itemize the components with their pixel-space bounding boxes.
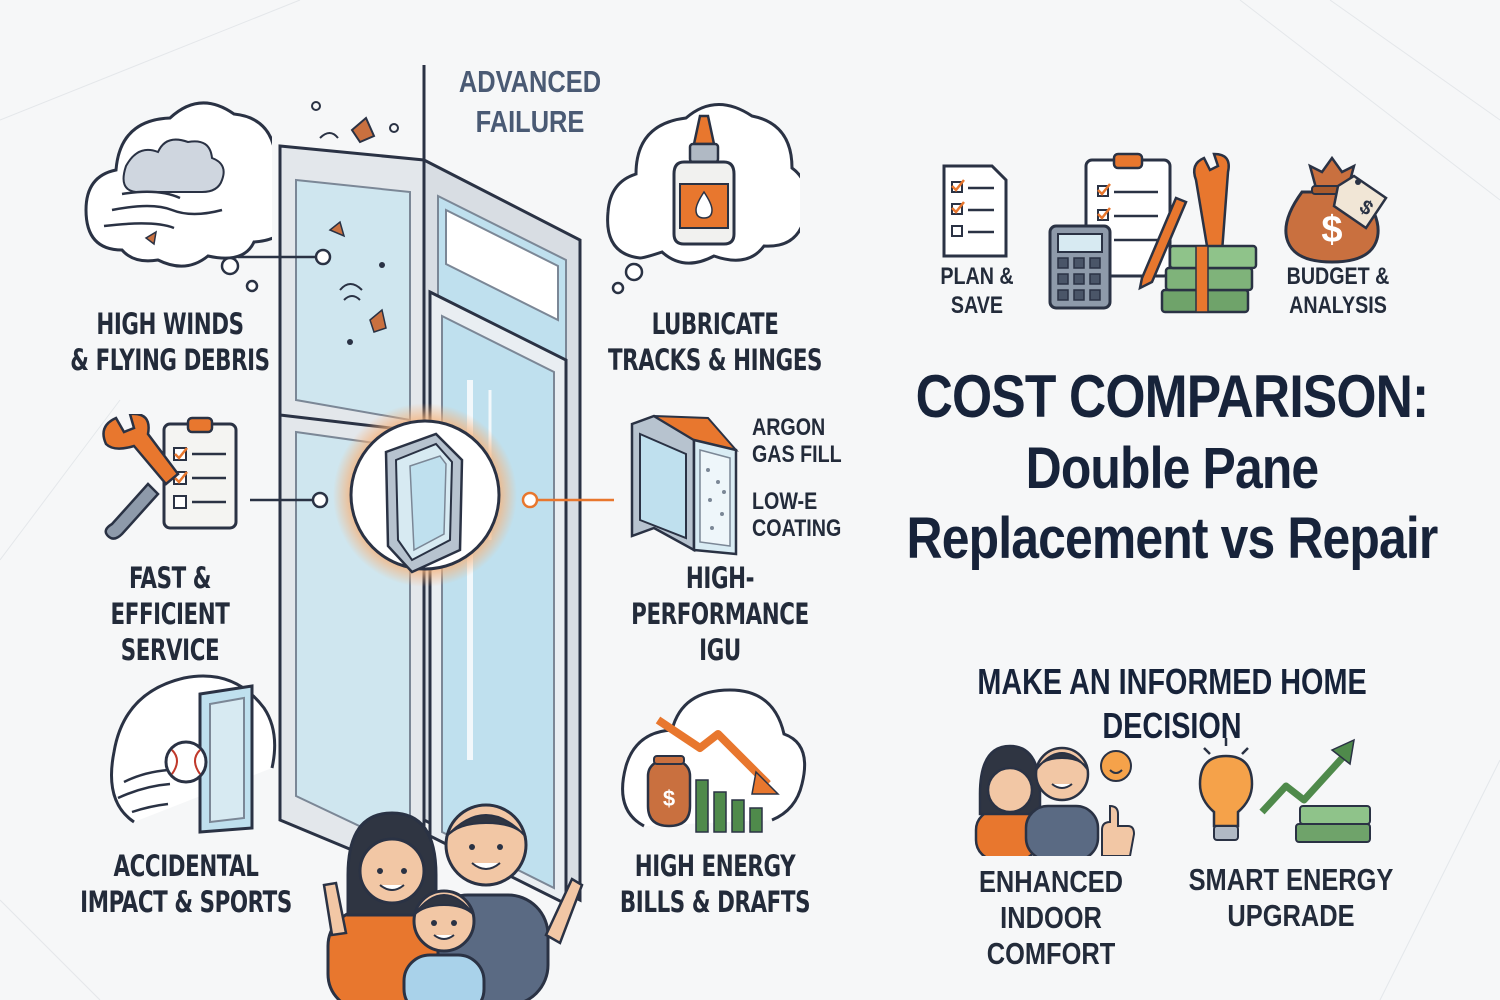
- argon-gas-label: ARGON GAS FILL: [752, 414, 842, 468]
- baseball-window-icon: [110, 674, 277, 834]
- svg-text:$: $: [663, 786, 675, 811]
- fast-service-label: FAST & EFFICIENT SERVICE: [110, 561, 230, 667]
- advanced-failure-label: ADVANCED FAILURE: [458, 64, 602, 139]
- accidental-impact-label: ACCIDENTAL IMPACT & SPORTS: [80, 849, 292, 919]
- high-energy-bills-label: HIGH ENERGY BILLS & DRAFTS: [619, 849, 811, 919]
- wrench-checklist-icon: [102, 414, 238, 540]
- igu-zoom-circle: [333, 403, 517, 587]
- low-e-label: LOW-E COATING: [752, 488, 842, 542]
- high-winds-label: HIGH WINDS & FLYING DEBRIS: [70, 307, 270, 377]
- title-line-1: COST COMPARISON:: [915, 363, 1430, 430]
- oil-bottle-icon: [606, 103, 800, 295]
- window-frame-illustration: [278, 65, 582, 907]
- title-line-3: Replacement vs Repair: [906, 506, 1439, 571]
- lightbulb-growth-icon: [1198, 738, 1371, 843]
- money-bag-tag-icon: $ $: [1284, 155, 1388, 264]
- budget-analysis-label: BUDGET & ANALYSIS: [1286, 263, 1390, 319]
- svg-text:$: $: [1321, 209, 1342, 251]
- igu-cutaway-icon: [630, 414, 739, 556]
- enhanced-comfort-label: ENHANCED INDOOR COMFORT: [978, 864, 1124, 971]
- plan-save-label: PLAN & SAVE: [940, 263, 1014, 319]
- family-icon: [974, 744, 1136, 856]
- checklist-icon: [942, 164, 1008, 258]
- storm-cloud-icon: [84, 101, 272, 293]
- smart-energy-label: SMART ENERGY UPGRADE: [1188, 862, 1394, 933]
- subtitle: MAKE AN INFORMED HOME DECISION: [977, 661, 1367, 746]
- high-performance-igu-label: HIGH-PERFORMANCE IGU: [631, 561, 809, 667]
- falling-chart-icon: $: [621, 688, 807, 833]
- calculator-clipboard-icon: [1048, 152, 1258, 314]
- page-title: COST COMPARISON: Double Pane Replacement…: [862, 360, 1482, 574]
- title-line-2: Double Pane: [1025, 436, 1320, 501]
- family-illustration: [322, 803, 584, 1000]
- lubricate-label: LUBRICATE TRACKS & HINGES: [607, 307, 823, 377]
